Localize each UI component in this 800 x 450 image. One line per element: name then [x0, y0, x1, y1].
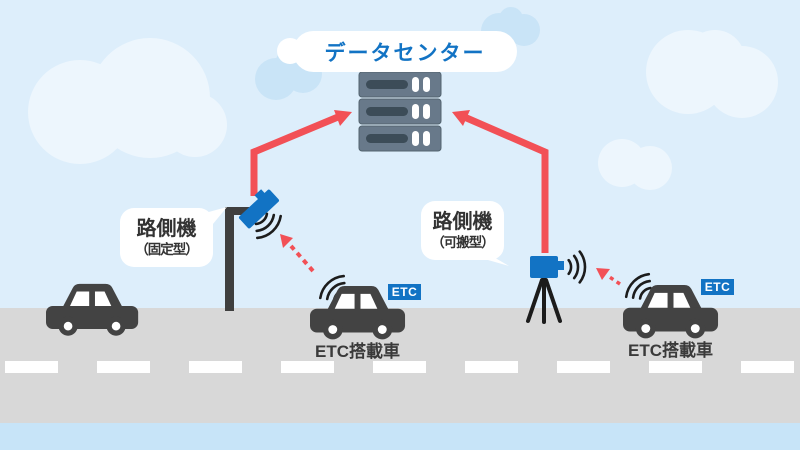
lane-markings [5, 361, 794, 373]
wifi-arcs-fixed-camera-icon [254, 212, 282, 240]
roadside-portable-title: 路側機 [432, 210, 493, 233]
datacenter-label-pill: データセンター [293, 31, 517, 72]
roadside-fixed-title: 路側機 [136, 217, 197, 240]
car-right-label: ETC搭載車 [628, 341, 713, 360]
server-stack-icon [358, 71, 442, 152]
wifi-arcs-portable-camera-icon [567, 250, 587, 284]
roadside-portable-subtitle: （可搬型） [431, 234, 494, 250]
cloud-top-right-icon [646, 30, 778, 118]
roadside-fixed-bubble: 路側機 （固定型） [120, 208, 213, 267]
server-unit [358, 125, 442, 152]
cloud-small-right-icon [598, 139, 672, 190]
camera-lens-nub [556, 261, 564, 270]
server-unit [358, 71, 442, 98]
fixed-camera-head [239, 189, 279, 229]
car-middle-label: ETC搭載車 [315, 342, 400, 361]
server-unit [358, 98, 442, 125]
bottom-strip [0, 423, 800, 450]
wifi-arcs-right-car-icon [624, 272, 652, 300]
cloud-left-icon [28, 38, 227, 164]
etc-badge-right-car: ETC [701, 279, 734, 295]
roadside-fixed-subtitle: （固定型） [135, 241, 198, 257]
tripod-camera-icon [526, 256, 564, 324]
pole-arm [225, 207, 259, 215]
roadside-portable-bubble: 路側機 （可搬型） [421, 201, 504, 260]
camera-body [530, 256, 558, 278]
datacenter-label: データセンター [324, 41, 486, 65]
tripod-legs [526, 276, 562, 324]
arrow-fixed-to-datacenter [250, 110, 352, 196]
arrow-portable-to-datacenter [452, 110, 549, 253]
wireless-link-fixed [280, 234, 315, 273]
wireless-link-portable [596, 268, 621, 286]
pole [225, 207, 234, 311]
pole-camera-icon [225, 189, 279, 311]
etc-badge-middle-car: ETC [388, 284, 421, 300]
